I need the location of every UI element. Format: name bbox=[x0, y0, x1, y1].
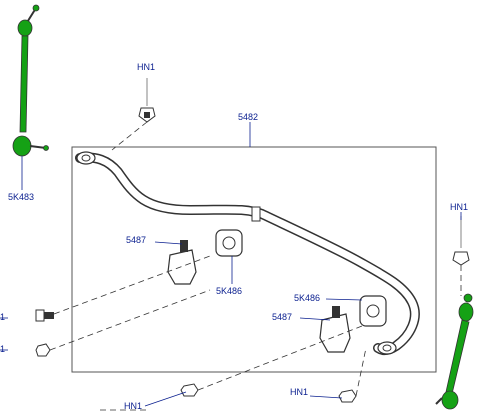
label-hn1-right: HN1 bbox=[450, 202, 469, 212]
callout-leaders bbox=[0, 122, 462, 407]
bushing-lower bbox=[359, 295, 387, 327]
label-5487-lower: 5487 bbox=[272, 312, 293, 322]
label-5k483: 5K483 bbox=[8, 192, 35, 202]
nut-hn1-bottom-left bbox=[180, 383, 199, 397]
label-hn1-bottom-left: HN1 bbox=[124, 401, 143, 411]
label-5k486-lower: 5K486 bbox=[294, 293, 321, 303]
bolt-left-upper bbox=[35, 309, 54, 322]
label-5k486-upper: 5K486 bbox=[216, 286, 243, 296]
label-5482: 5482 bbox=[238, 112, 259, 122]
label-hn1-top: HN1 bbox=[137, 62, 156, 72]
assembly-dash-lines bbox=[49, 121, 462, 411]
nut-hn1-bottom-mid bbox=[338, 389, 357, 403]
assembly-frame bbox=[71, 146, 437, 373]
label-edge-1: 1 bbox=[0, 312, 6, 322]
right-stabilizer-link bbox=[435, 293, 474, 410]
label-5487-upper: 5487 bbox=[126, 235, 147, 245]
nut-hn1-top bbox=[138, 78, 156, 123]
bracket-upper bbox=[167, 240, 197, 285]
bracket-lower bbox=[319, 306, 351, 353]
stabilizer-bar bbox=[75, 151, 420, 356]
label-edge-2: 1 bbox=[0, 344, 6, 354]
bushing-upper bbox=[215, 229, 243, 257]
label-hn1-bottom-mid: HN1 bbox=[290, 387, 309, 397]
nut-hn1-right bbox=[452, 216, 470, 266]
left-stabilizer-link bbox=[12, 4, 49, 157]
nut-left-lower bbox=[35, 343, 51, 357]
